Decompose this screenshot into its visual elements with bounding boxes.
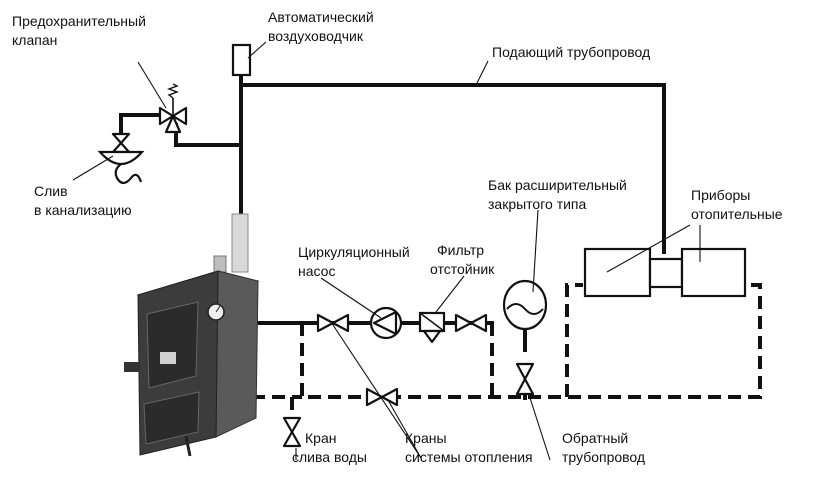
label-supply-pipe: Подающий трубопровод [492,44,650,60]
safety-valve-icon [158,83,188,134]
label-radiators: Приборы отопительные [691,187,783,222]
valve-icon [282,313,535,448]
label-filter: Фильтр отстойник [430,242,495,277]
label-pump: Циркуляционный насос [298,244,414,279]
label-heating-valves: Краны системы отопления [405,430,533,465]
label-expansion-tank: Бак расширительный закрытого типа [488,177,631,212]
air-vent-icon [231,43,252,77]
label-drain-sewer: Слив в канализацию [34,183,132,218]
boiler-icon [124,213,260,457]
filter-icon [418,311,446,344]
expansion-tank-icon [502,279,548,350]
label-air-vent: Автоматический воздуховодчик [268,9,378,44]
radiator-icon [583,247,747,298]
return-pipeline [252,283,762,418]
drain-funnel-icon [97,132,145,185]
label-drain-valve: Кран слива воды [292,430,367,465]
pump-icon [369,306,403,340]
labels: Предохранительный клапан Автоматический … [12,9,783,465]
label-safety-valve: Предохранительный клапан [12,13,150,48]
leader-lines [72,41,701,461]
label-return-pipe: Обратный трубопровод [562,430,645,465]
